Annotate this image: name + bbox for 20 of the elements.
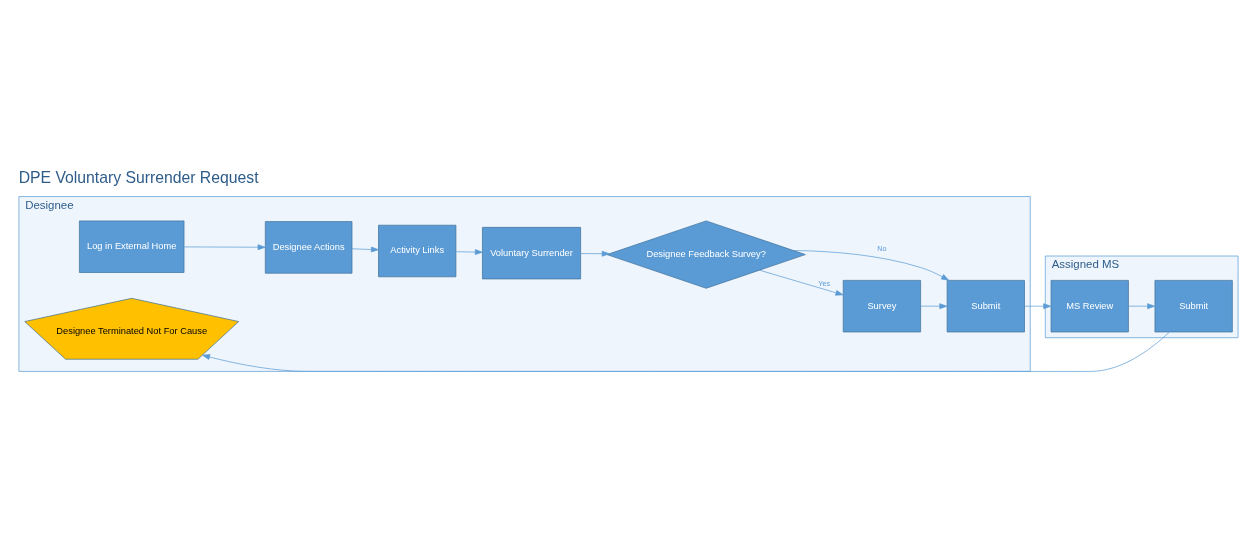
arrow (202, 331, 1170, 372)
arrow (455, 249, 483, 255)
node-box: MS Review (1050, 280, 1129, 333)
arrow (1128, 303, 1156, 310)
node-box: Submit (1154, 280, 1233, 333)
node-box: Log in External Home (79, 220, 185, 273)
arrow (351, 246, 379, 253)
diagram-title: DPE Voluntary Surrender Request (18, 169, 259, 187)
arrow (759, 269, 844, 296)
node-box: Activity Links (378, 224, 457, 278)
arrow (580, 250, 610, 257)
node-box: Submit (946, 280, 1025, 333)
arrow (920, 303, 948, 310)
node-box: Voluntary Surrender (482, 227, 581, 280)
arrow (793, 250, 950, 281)
node-box: Survey (842, 280, 921, 333)
node-box: Designee Actions (264, 221, 353, 274)
arrow (1024, 303, 1052, 310)
arrow (183, 244, 266, 251)
node-diamond: Designee Feedback Survey? (606, 220, 806, 289)
